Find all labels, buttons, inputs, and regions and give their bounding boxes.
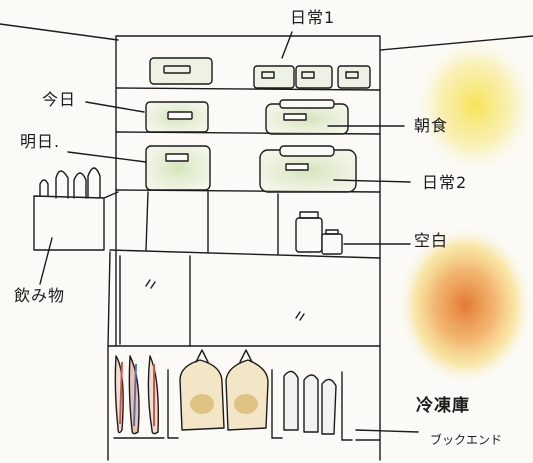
freezer-glow (397, 225, 533, 385)
fridge-glow (413, 35, 533, 175)
frozen-pack-2 (303, 374, 319, 433)
bottle-2 (55, 170, 69, 199)
leader-daily1 (281, 31, 293, 59)
container-daily1-d (337, 65, 371, 89)
label-blank: 空白 (414, 231, 449, 250)
frozen-pack-3 (321, 378, 337, 435)
label-freezer: 冷凍庫 (416, 396, 470, 416)
jar-1 (295, 217, 323, 253)
label-breakfast: 朝食 (414, 116, 449, 135)
bookend-1 (167, 369, 179, 439)
bottle-1 (39, 179, 49, 197)
container-tomorrow (145, 145, 211, 191)
leader-drinks (39, 237, 53, 285)
door-shelf (33, 195, 105, 251)
container-daily1-a (149, 57, 213, 85)
bottle-3 (73, 172, 87, 199)
shelf-4 (109, 249, 381, 259)
label-today: 今日 (42, 90, 77, 109)
label-daily2: 日常2 (422, 173, 468, 192)
bookend-2 (271, 369, 283, 439)
leader-daily2 (333, 179, 411, 183)
leader-bookend (355, 429, 419, 433)
leader-tomorrow (67, 151, 147, 163)
leader-today (85, 101, 145, 113)
frozen-pack-1 (283, 370, 299, 431)
label-drinks: 飲み物 (14, 286, 66, 305)
shelf-1 (115, 87, 381, 91)
bookend-3 (341, 371, 353, 441)
label-tomorrow: 明日. (20, 132, 61, 151)
jar-2 (321, 233, 343, 255)
label-bookend: ブックエンド (430, 433, 503, 447)
label-daily1: 日常1 (290, 8, 336, 27)
